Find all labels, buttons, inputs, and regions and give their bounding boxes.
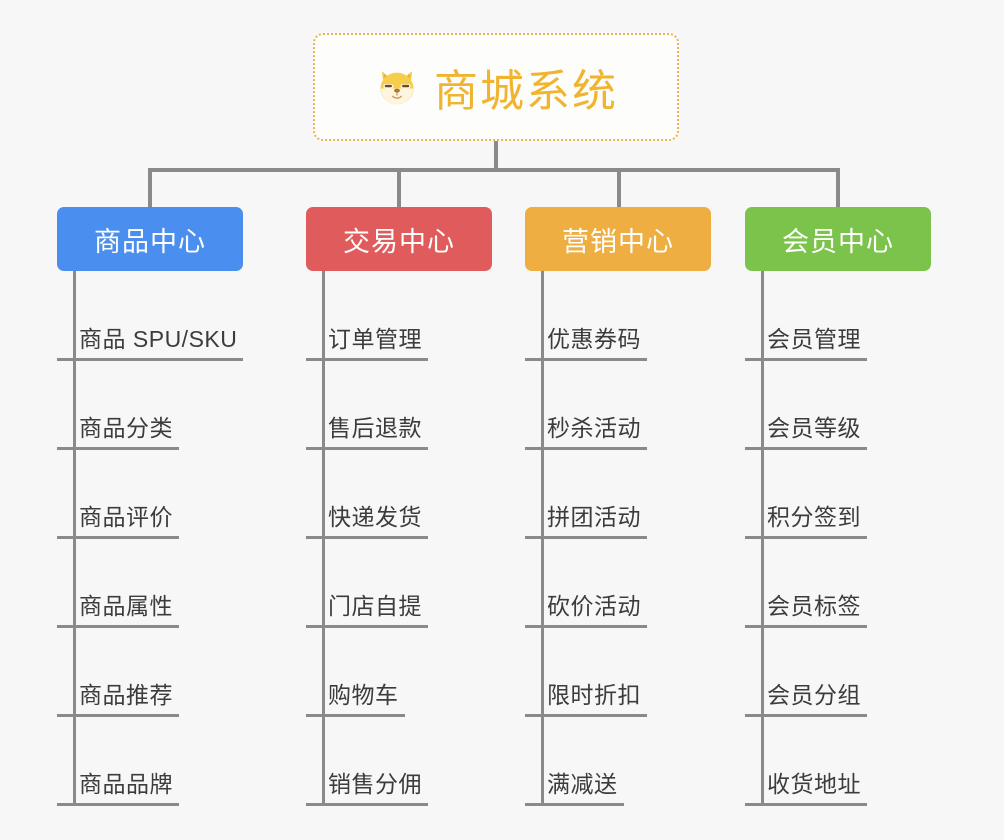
list-item-label: 优惠券码 (525, 326, 647, 362)
connector-drop-2 (397, 168, 401, 208)
list-item-label: 商品分类 (57, 415, 179, 451)
column-header-product-center[interactable]: 商品中心 (57, 207, 243, 271)
list-item-label: 商品 SPU/SKU (56, 326, 244, 362)
list-item[interactable]: 商品 SPU/SKU (56, 272, 244, 362)
shiba-dog-face-icon (374, 64, 420, 110)
list-item[interactable]: 销售分佣 (306, 717, 492, 807)
column-trade-center: 交易中心 订单管理 售后退款 快递发货 门店自提 购物车 销售分佣 (306, 207, 492, 807)
list-item[interactable]: 商品属性 (57, 539, 243, 629)
list-item-label: 收货地址 (745, 771, 867, 807)
column-header-label: 营销中心 (562, 226, 674, 257)
column-header-marketing-center[interactable]: 营销中心 (525, 207, 711, 271)
list-item[interactable]: 订单管理 (306, 272, 492, 362)
list-item-label: 商品推荐 (57, 682, 179, 718)
list-item-label: 门店自提 (306, 593, 428, 629)
list-item[interactable]: 限时折扣 (525, 628, 711, 718)
branch-member-center: 会员管理 会员等级 积分签到 会员标签 会员分组 收货地址 (745, 271, 931, 807)
list-item[interactable]: 满减送 (525, 717, 711, 807)
list-item[interactable]: 收货地址 (745, 717, 931, 807)
list-item-label: 会员等级 (745, 415, 867, 451)
list-item-label: 购物车 (306, 682, 405, 718)
column-header-label: 会员中心 (782, 226, 894, 257)
connector-root-stem (494, 141, 498, 171)
column-member-center: 会员中心 会员管理 会员等级 积分签到 会员标签 会员分组 收货地址 (745, 207, 931, 807)
connector-drop-4 (836, 168, 840, 208)
list-item[interactable]: 砍价活动 (525, 539, 711, 629)
list-item[interactable]: 拼团活动 (525, 450, 711, 540)
list-item[interactable]: 购物车 (306, 628, 492, 718)
list-item[interactable]: 商品品牌 (57, 717, 243, 807)
branch-product-center: 商品 SPU/SKU 商品分类 商品评价 商品属性 商品推荐 商品品牌 (56, 271, 244, 807)
list-item-label: 砍价活动 (525, 593, 647, 629)
list-item-label: 商品属性 (57, 593, 179, 629)
list-item-label: 积分签到 (745, 504, 867, 540)
list-item[interactable]: 会员标签 (745, 539, 931, 629)
list-item[interactable]: 会员管理 (745, 272, 931, 362)
connector-horizontal-bus (148, 168, 840, 172)
list-item[interactable]: 快递发货 (306, 450, 492, 540)
list-item-label: 订单管理 (306, 326, 428, 362)
list-item[interactable]: 商品评价 (57, 450, 243, 540)
list-item-label: 快递发货 (306, 504, 428, 540)
column-header-trade-center[interactable]: 交易中心 (306, 207, 492, 271)
list-item[interactable]: 门店自提 (306, 539, 492, 629)
list-item[interactable]: 会员等级 (745, 361, 931, 451)
list-item[interactable]: 积分签到 (745, 450, 931, 540)
list-item-label: 满减送 (525, 771, 624, 807)
branch-marketing-center: 优惠券码 秒杀活动 拼团活动 砍价活动 限时折扣 满减送 (525, 271, 711, 807)
root-node-shop-system[interactable]: 商城系统 (313, 33, 679, 141)
list-item-label: 秒杀活动 (525, 415, 647, 451)
list-item-label: 销售分佣 (306, 771, 428, 807)
connector-drop-3 (617, 168, 621, 208)
list-item[interactable]: 商品推荐 (57, 628, 243, 718)
list-item-label: 售后退款 (306, 415, 428, 451)
branch-trade-center: 订单管理 售后退款 快递发货 门店自提 购物车 销售分佣 (306, 271, 492, 807)
list-item-label: 拼团活动 (525, 504, 647, 540)
list-item[interactable]: 秒杀活动 (525, 361, 711, 451)
list-item[interactable]: 商品分类 (57, 361, 243, 451)
list-item-label: 会员分组 (745, 682, 867, 718)
column-header-member-center[interactable]: 会员中心 (745, 207, 931, 271)
list-item[interactable]: 售后退款 (306, 361, 492, 451)
list-item-label: 会员管理 (745, 326, 867, 362)
list-item[interactable]: 会员分组 (745, 628, 931, 718)
list-item-label: 商品评价 (57, 504, 179, 540)
column-header-label: 商品中心 (94, 226, 206, 257)
list-item-label: 限时折扣 (525, 682, 647, 718)
list-item-label: 商品品牌 (57, 771, 179, 807)
list-item-label: 会员标签 (745, 593, 867, 629)
column-marketing-center: 营销中心 优惠券码 秒杀活动 拼团活动 砍价活动 限时折扣 满减送 (525, 207, 711, 807)
list-item[interactable]: 优惠券码 (525, 272, 711, 362)
column-product-center: 商品中心 商品 SPU/SKU 商品分类 商品评价 商品属性 商品推荐 商品品牌 (56, 207, 244, 807)
column-header-label: 交易中心 (343, 226, 455, 257)
root-title: 商城系统 (434, 67, 618, 116)
connector-drop-1 (148, 168, 152, 208)
